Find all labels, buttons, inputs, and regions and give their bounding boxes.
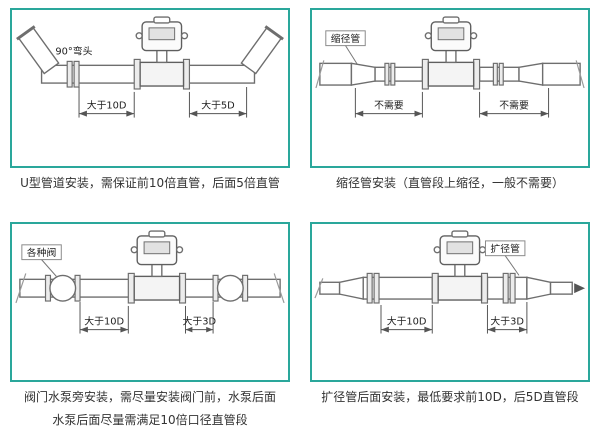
expander-diagram: 扩径管 大于10D 大于3D [314,230,586,334]
caption-u-type: U型管道安装，需保证前10倍直管，后面5倍直管 [20,176,280,190]
transmitter [135,16,189,64]
dimension-upstream [79,302,129,334]
dim-label-upstream: 大于10D [387,315,427,328]
dimension-downstream [486,302,528,334]
transmitter [424,16,478,64]
panel-expander: 扩径管 大于10D 大于3D [300,214,600,429]
flowmeter [431,272,489,304]
valve-label: 各种阀 [27,246,57,259]
valve-right [212,274,249,302]
panel-u-type: 90°弯头 大于10D 大于5D U型管道安 [0,0,300,214]
pipeline [315,60,585,89]
dim-label-downstream: 大于3D [183,315,217,328]
valve-left [44,274,81,302]
dimension-downstream [188,87,248,118]
dimension-downstream [479,88,550,118]
reducer-frame: 缩径管 不需要 不需要 [310,8,590,168]
flowmeter [133,58,191,90]
dim-label-upstream: 大于10D [84,315,124,328]
elbow-label: 90°弯头 [55,44,92,57]
panel-reducer: 缩径管 不需要 不需要 缩 [300,0,600,214]
caption-valve-pump-line2: 水泵后面尽量需满足10倍口径直管段 [52,413,248,427]
dim-label-downstream: 不需要 [499,100,529,112]
flow-arrow [574,283,586,294]
dim-label-upstream: 大于10D [87,99,127,112]
caption-expander: 扩径管后面安装，最低要求前10D，后5D直管段 [321,390,579,404]
reducer-label: 缩径管 [331,32,361,45]
flowmeter [421,58,481,90]
dim-label-downstream: 大于5D [201,99,235,112]
dimension-upstream [78,87,135,118]
dimension-downstream [184,302,214,334]
expander-label: 扩径管 [490,242,520,255]
dim-label-downstream: 大于3D [490,315,524,328]
caption-reducer: 缩径管安装（直管段上缩径，一般不需要） [335,176,564,190]
transmitter [433,230,487,278]
valve-pump-diagram: 各种阀 大于10D 大于3D [15,230,285,334]
expander-frame: 扩径管 大于10D 大于3D [310,222,590,382]
caption-valve-pump: 阀门水泵旁安装，需尽量安装阀门前，水泵后面 [23,390,276,404]
pipeline [314,272,586,304]
panel-valve-pump: 各种阀 大于10D 大于3D [0,214,300,429]
dimension-upstream [380,304,433,334]
dimension-upstream [354,88,423,118]
reducer-label-box [325,30,366,47]
u-type-diagram: 90°弯头 大于10D 大于5D [16,16,284,118]
dim-label-upstream: 不需要 [374,100,404,112]
valve-pump-frame: 各种阀 大于10D 大于3D [10,222,290,382]
reducer-diagram: 缩径管 不需要 不需要 [315,16,585,118]
flowmeter [127,272,187,304]
u-type-frame: 90°弯头 大于10D 大于5D [10,8,290,168]
transmitter [130,230,184,278]
